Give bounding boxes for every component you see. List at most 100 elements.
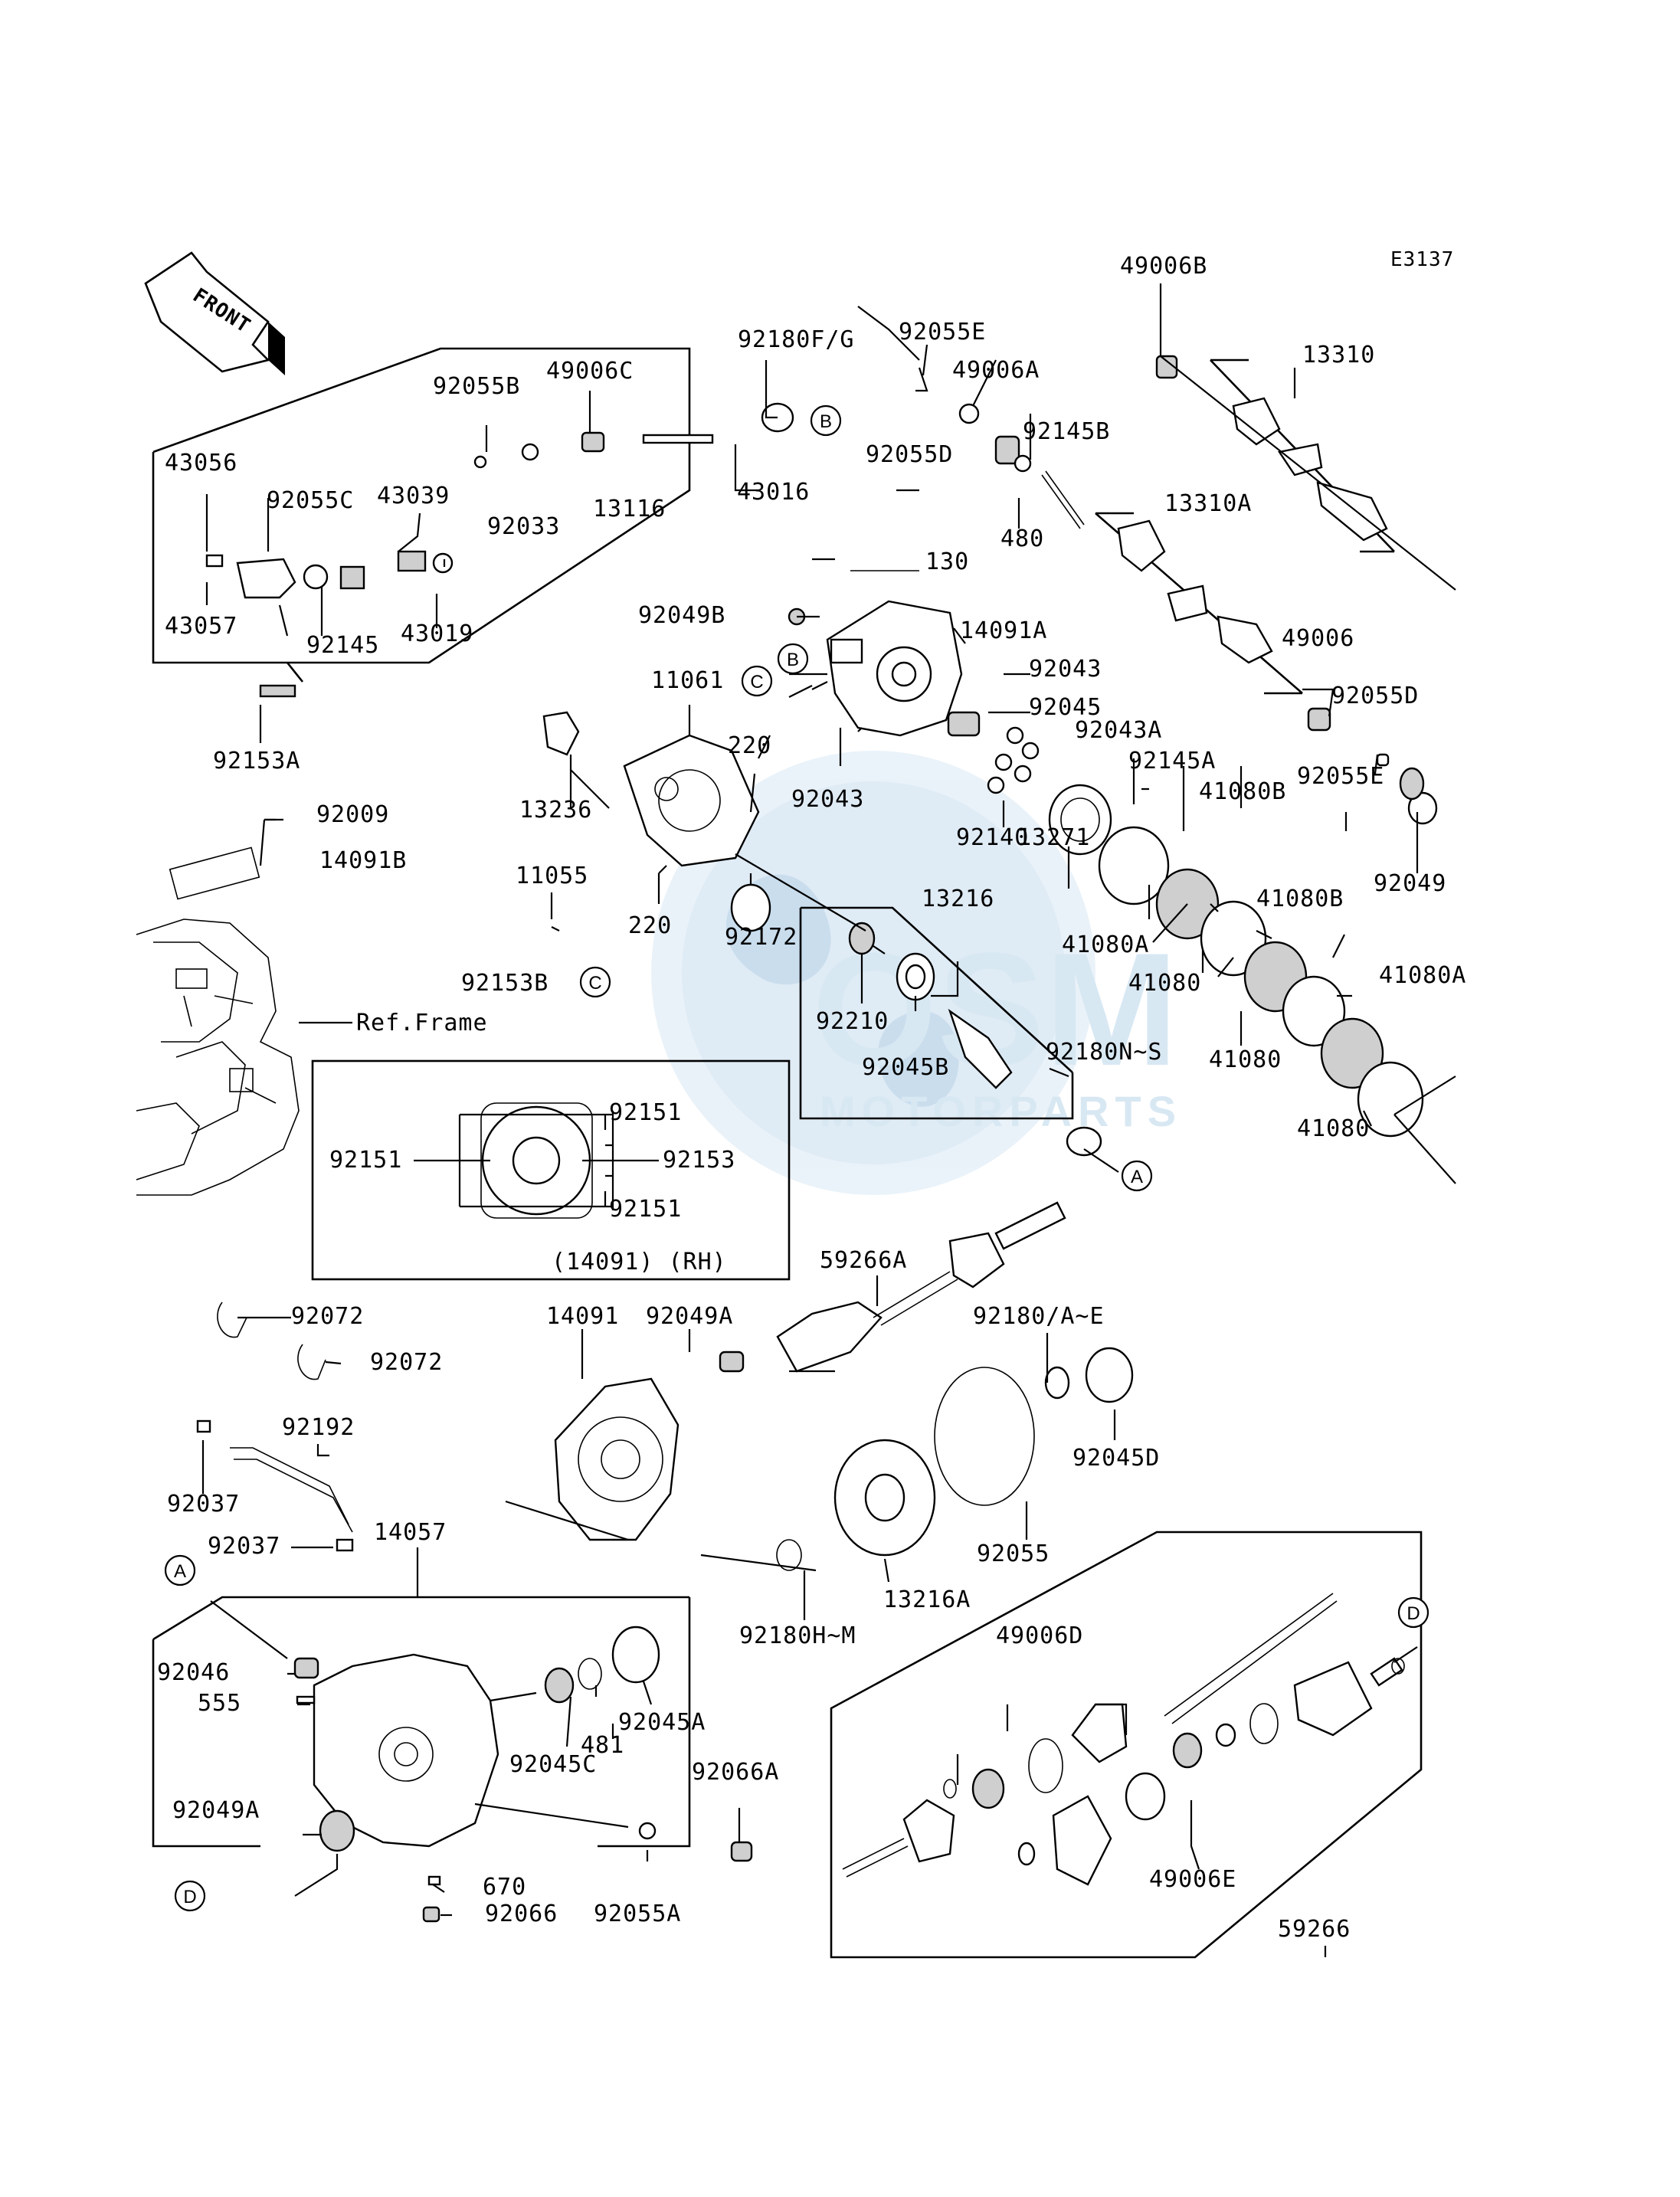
part-label: 92055B [433, 373, 520, 400]
callout-c-lower: C [579, 966, 611, 998]
leader-lines [201, 283, 1456, 1957]
part-label: 11055 [516, 863, 588, 889]
part-label: 92145B [1023, 418, 1110, 445]
part-label: 59266A [820, 1247, 907, 1274]
part-label: 92072 [291, 1303, 364, 1330]
part-label: 13310A [1164, 490, 1252, 517]
part-label: 92046 [157, 1659, 230, 1686]
svg-text:A: A [174, 1561, 186, 1582]
part-label: 92153B [461, 970, 549, 997]
inset-label-92151-top: 92151 [609, 1099, 682, 1126]
part-label: 92055E [899, 319, 986, 345]
callout-b-lower: B [777, 643, 809, 675]
inset-label-92151-left: 92151 [329, 1147, 402, 1174]
part-label: 41080 [1297, 1115, 1370, 1142]
part-label: 92192 [282, 1414, 355, 1441]
part-label: 92180H~M [739, 1622, 856, 1649]
part-label: 130 [925, 548, 969, 575]
inset-panel: 92151 92151 92153 92151 (14091) (RH) [311, 1059, 791, 1281]
watermark-sub: MOTORPARTS [820, 1087, 1182, 1135]
callout-b-upper: B [810, 404, 842, 437]
svg-text:C: C [588, 973, 601, 994]
part-label: 92145 [306, 632, 379, 659]
part-label: 670 [483, 1874, 526, 1901]
part-label: 49006D [996, 1622, 1083, 1649]
svg-text:A: A [1131, 1167, 1143, 1187]
part-label: 14091A [960, 617, 1047, 644]
part-label: 49006B [1120, 253, 1207, 280]
svg-text:D: D [183, 1887, 196, 1907]
part-labels: 49006B 13310 92055E 92180F/G 49006A 9214… [157, 253, 1466, 1943]
part-label: 92033 [487, 513, 560, 540]
part-label: 220 [728, 732, 771, 759]
part-label: 92049A [172, 1797, 260, 1824]
part-label: 92045B [862, 1054, 949, 1081]
part-label: 92055D [1331, 683, 1419, 709]
watermark-logo: OSM MOTORPARTS [651, 751, 1182, 1195]
part-label: 11061 [651, 667, 724, 694]
part-label: 92055E [1297, 763, 1384, 790]
part-label: 92140 [956, 824, 1029, 851]
callout-d-lower: D [174, 1880, 206, 1912]
part-label: 13271 [1017, 824, 1090, 851]
svg-text:B: B [820, 411, 832, 432]
part-label: 92049A [646, 1303, 733, 1330]
part-label: 92066 [485, 1901, 558, 1927]
part-label: 92043 [791, 786, 864, 813]
inset-label-92151-bottom: 92151 [609, 1196, 682, 1223]
part-label: 43016 [737, 479, 810, 506]
inset-caption: (14091) (RH) [552, 1249, 727, 1275]
part-label: 13116 [593, 496, 666, 522]
part-label: 14091B [319, 847, 407, 874]
part-label: 92045C [509, 1751, 597, 1778]
part-label: 41080A [1379, 962, 1466, 989]
part-label: 49006C [546, 358, 634, 385]
part-label: 41080B [1256, 886, 1344, 912]
svg-text:D: D [1407, 1603, 1420, 1624]
part-label: Ref.Frame [356, 1010, 488, 1036]
frame-sketch [136, 918, 352, 1196]
part-label: 41080 [1128, 970, 1201, 997]
callout-a-upper: A [1121, 1160, 1153, 1192]
part-label: 92055D [866, 441, 953, 468]
part-label: 43056 [165, 450, 237, 476]
part-label: 92043 [1029, 656, 1102, 683]
part-label: 92009 [316, 801, 389, 828]
part-label: 92180F/G [738, 326, 855, 353]
part-label: 59266 [1278, 1916, 1351, 1943]
part-label: 13216A [883, 1586, 971, 1613]
part-label: 92210 [816, 1008, 889, 1035]
part-label: 92037 [208, 1533, 280, 1560]
part-label: 92055 [977, 1541, 1050, 1567]
part-label: 92145A [1128, 748, 1216, 774]
part-label: 43039 [377, 483, 450, 509]
bearing-icon [1155, 355, 1178, 379]
part-label: 49006A [952, 357, 1040, 384]
part-label: 49006 [1282, 625, 1354, 652]
callout-c-upper: C [741, 665, 773, 697]
part-label: 92037 [167, 1491, 240, 1518]
part-label: 43057 [165, 613, 237, 640]
callout-d-upper: D [1397, 1596, 1429, 1629]
part-label: 92066A [692, 1759, 779, 1786]
inset-label-92153: 92153 [663, 1147, 735, 1174]
part-label: 555 [198, 1690, 241, 1717]
part-label: 481 [581, 1732, 624, 1759]
part-label: 13236 [519, 797, 592, 823]
parts [169, 355, 1438, 1923]
part-label: 92049B [638, 602, 725, 629]
part-label: 92172 [725, 924, 797, 951]
part-label: 43019 [401, 620, 473, 647]
part-label: 13216 [922, 886, 994, 912]
part-label: 480 [1000, 526, 1044, 552]
part-label: 14057 [374, 1519, 447, 1546]
part-label: 41080A [1062, 932, 1149, 958]
part-label: 92180/A~E [973, 1303, 1105, 1330]
part-label: 92180N~S [1046, 1039, 1163, 1066]
part-label: 92153A [213, 748, 300, 774]
part-label: 92043A [1075, 717, 1162, 744]
part-label: 41080B [1199, 778, 1286, 805]
part-label: 92049 [1374, 870, 1446, 897]
part-label: 92045A [618, 1709, 706, 1736]
